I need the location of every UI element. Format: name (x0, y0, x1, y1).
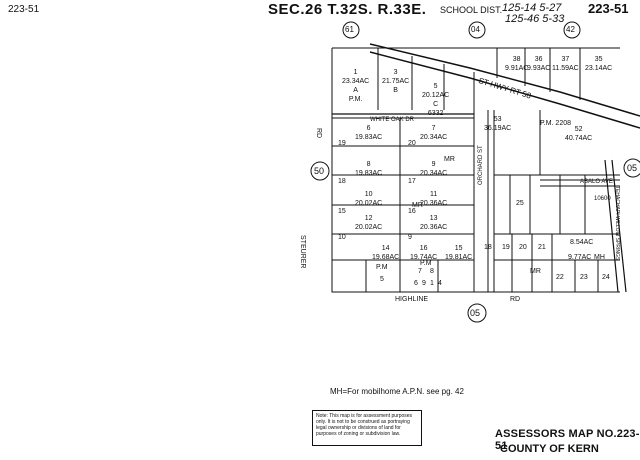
assessors-map-number: 223-51 (495, 428, 640, 452)
label-mr-2: MR (412, 202, 423, 209)
map-number-top-left: 223-51 (8, 4, 40, 15)
street-highline-suffix: RD (510, 296, 521, 303)
label-10600: 10600 (594, 196, 611, 202)
lot-9: 9 (408, 234, 412, 241)
circle-05-right (623, 158, 640, 178)
lot-16: 16 (408, 208, 416, 215)
street-tehachapi-willow-springs: TEHACHAPI WILLOW SPRINGS (614, 186, 620, 261)
highway-north-edge (369, 43, 640, 117)
lot-5: 5 (380, 276, 384, 283)
street-abalo-ave: ABALO AVE (580, 179, 613, 185)
circle-05-right-label: 05 (627, 163, 638, 173)
street-white-oak-dr: WHITE OAK DR (370, 117, 415, 123)
school-district-label: SCHOOL DIST. (440, 5, 503, 15)
lot-7: 7 (418, 268, 422, 275)
lot-23: 23 (580, 274, 588, 281)
label-pm-2208: P.M. 2208 (540, 120, 572, 127)
street-orchard: ORCHARD ST (478, 145, 484, 185)
lot-15: 15 (338, 208, 346, 215)
circle-50 (310, 161, 330, 181)
label-pm-bottom: P.M (376, 264, 388, 271)
street-highline: HIGHLINE (395, 296, 429, 303)
lot-9b: 9 (422, 280, 426, 287)
lot-10: 10 (338, 234, 346, 241)
lot-20b: 20 (519, 244, 527, 251)
lot-20: 20 (408, 140, 416, 147)
footnote-mobilhome: MH=For mobilhome A.P.N. see pg. 42 (330, 387, 464, 396)
map-number-top-right: 223-51 (588, 1, 629, 16)
label-8-54-acres: 8.54AC (570, 239, 594, 246)
circle-42 (563, 21, 581, 39)
assessors-map-label-text: ASSESSORS MAP NO. (495, 428, 617, 440)
lot-1: 1 (430, 280, 434, 287)
label-pm-9614: P.M (420, 260, 432, 267)
lot-17: 17 (408, 178, 416, 185)
section-boundary (331, 48, 620, 293)
street-rd-left: RD (315, 128, 322, 139)
lot-22: 22 (556, 274, 564, 281)
lot-19b: 19 (502, 244, 510, 251)
highway-south-edge (369, 51, 640, 129)
school-district-line1: 125-14 5-27 (502, 2, 562, 14)
circle-04 (468, 21, 486, 39)
lot-25: 25 (516, 200, 524, 207)
section-title: SEC.26 T.32S. R.33E. (268, 1, 427, 18)
circle-50-label: 50 (314, 166, 325, 176)
circle-61-label: 61 (345, 25, 354, 34)
label-mh: MH (594, 254, 605, 261)
label-9-77-acres: 9.77AC (568, 254, 592, 261)
lot-18: 18 (338, 178, 346, 185)
street-steurer: STEURER (299, 235, 306, 269)
lot-18b: 18 (484, 244, 492, 251)
school-district-line2: 125-46 5-33 (505, 13, 565, 25)
lot-24: 24 (602, 274, 610, 281)
assessors-map-label: ASSESSORS MAP NO.223-51 (495, 428, 640, 452)
circle-61 (342, 21, 360, 39)
lot-8: 8 (430, 268, 434, 275)
lot-6: 6 (414, 280, 418, 287)
label-mr-3: MR (530, 268, 541, 275)
county-of-kern: COUNTY OF KERN (500, 443, 599, 455)
circle-05-bottom-label: 05 (470, 308, 481, 318)
disclaimer-note: Note: This map is for assessment purpose… (312, 410, 422, 446)
lot-4: 4 (438, 280, 442, 287)
circle-05-bottom (467, 303, 487, 323)
lot-19: 19 (338, 140, 346, 147)
circle-04-label: 04 (471, 25, 480, 34)
circle-42-label: 42 (566, 25, 575, 34)
label-mr-1: MR (444, 156, 455, 163)
lot-21: 21 (538, 244, 546, 251)
